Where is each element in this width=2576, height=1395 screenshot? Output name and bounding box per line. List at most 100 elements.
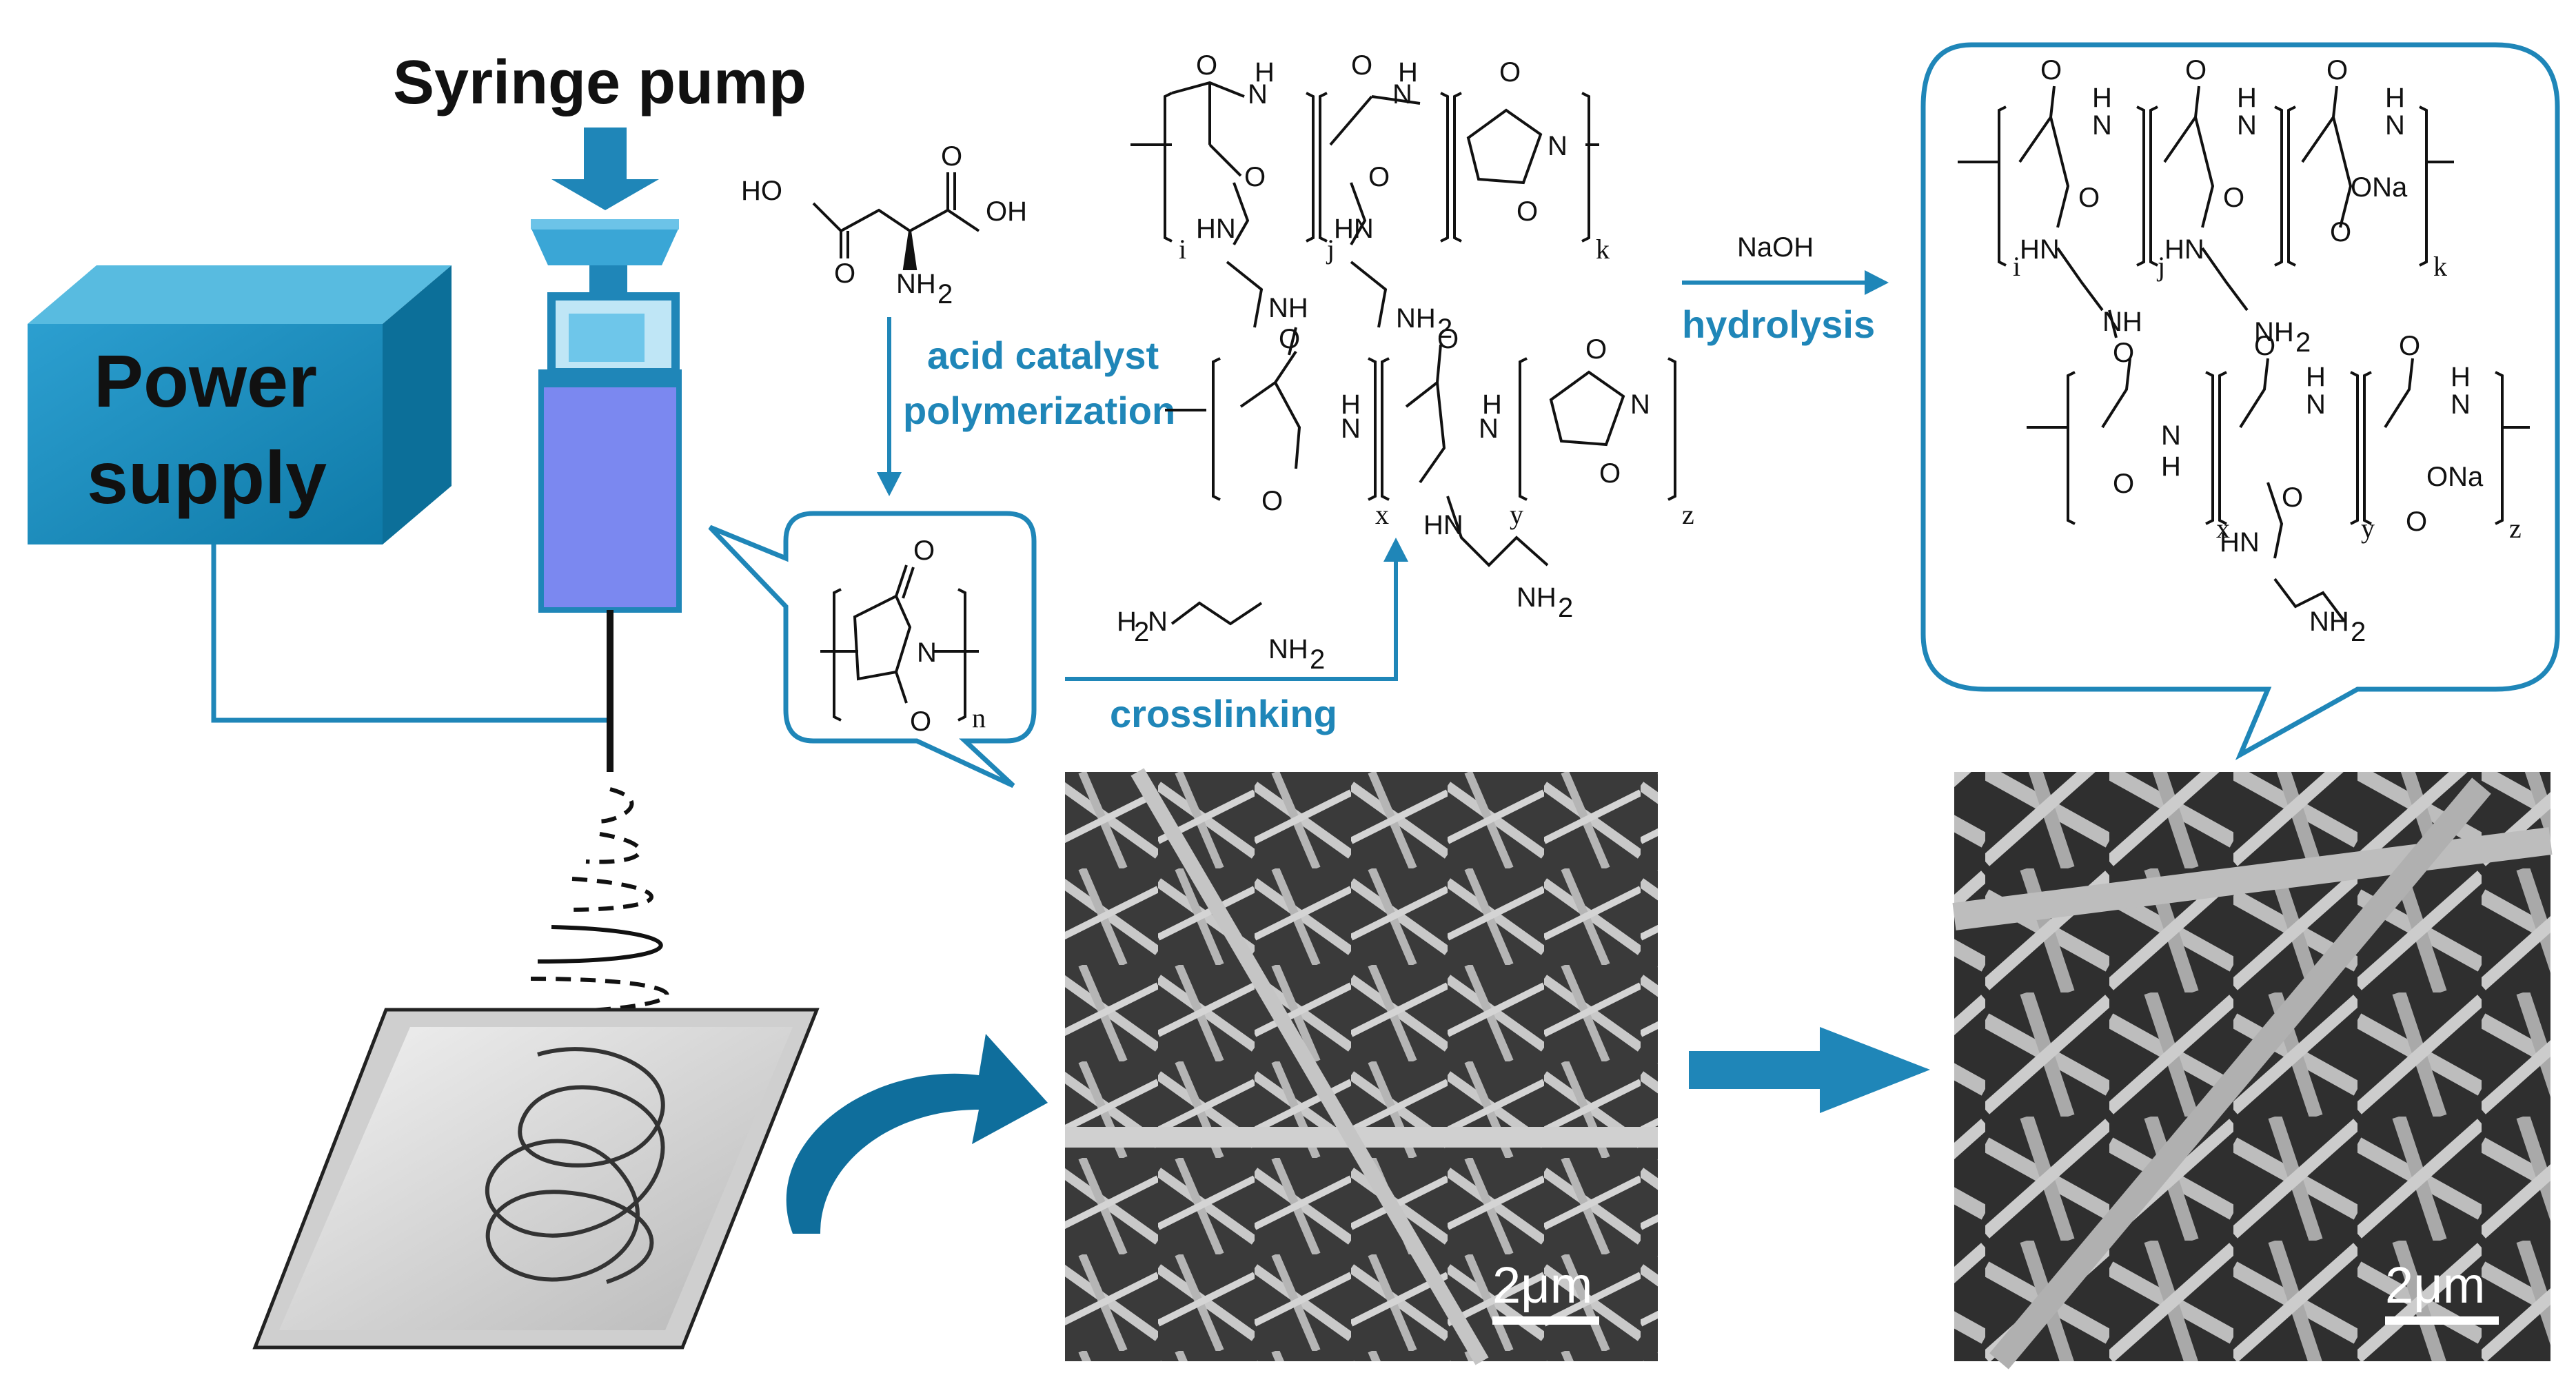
hyd-o-3: O — [2326, 55, 2348, 85]
hyd-o-10: O — [2282, 482, 2303, 513]
poly-o-1: O — [1196, 50, 1217, 81]
poly-sub-z: z — [1682, 499, 1694, 530]
psi-o-top: O — [913, 536, 935, 566]
hyd-sub-k: k — [2433, 251, 2447, 282]
hydrolyzed-polymer — [1958, 85, 2530, 622]
hyd-h-4: H — [2161, 451, 2181, 482]
hyd-o-2: O — [2185, 55, 2207, 85]
psi-n: N — [917, 638, 937, 668]
poly-n-3: N — [1548, 131, 1568, 161]
poly-h-1: H — [1255, 57, 1275, 88]
hyd-n-1: N — [2092, 110, 2112, 141]
hyd-o-11: O — [2406, 507, 2427, 537]
poly-sub-j: j — [1326, 234, 1335, 265]
poly-o-bottom-1: O — [1261, 486, 1283, 516]
eda-h2n-2: 2 — [1134, 617, 1149, 647]
hyd-n-2: N — [2237, 110, 2257, 141]
acid-catalyst-label: acid catalyst — [927, 334, 1159, 377]
poly-nh-bottom-2: N — [1479, 414, 1499, 444]
hyd-nh-link: NH — [2102, 307, 2142, 337]
hyd-o-link: O — [2113, 338, 2134, 368]
crosslinking-label: crosslinking — [1110, 692, 1337, 735]
poly-sub-k: k — [1596, 234, 1610, 265]
poly-sub-y: y — [1510, 499, 1523, 530]
sem-image-1: 2μm — [1065, 768, 1658, 1365]
hydrolysis-label: hydrolysis — [1682, 303, 1875, 346]
poly-o-4: O — [1517, 196, 1538, 227]
asp-nh2: NH — [896, 269, 936, 299]
hyd-o-5: O — [2223, 183, 2244, 213]
asp-ho: HO — [741, 176, 782, 206]
hyd-h-1: H — [2092, 83, 2112, 113]
hyd-n-6: N — [2451, 389, 2471, 420]
poly-hn-2: HN — [1334, 214, 1374, 244]
poly-nh2-bottom: NH — [1517, 582, 1556, 613]
hyd-o-8: O — [2254, 331, 2275, 361]
asp-o-bottom: O — [834, 258, 855, 289]
power-supply-label-1: Power — [94, 339, 317, 422]
scale-bar-1 — [1492, 1316, 1599, 1325]
poly-o-6: O — [1368, 162, 1390, 192]
hyd-nh2-bottom: NH — [2309, 607, 2349, 637]
hyd-nh2-top: NH — [2254, 317, 2294, 347]
poly-nh2-top-sub: 2 — [1437, 314, 1452, 344]
hyd-h-5: H — [2306, 362, 2326, 392]
power-supply-box: Power supply — [28, 265, 452, 544]
eda-nh2-sub: 2 — [1310, 644, 1325, 675]
poly-nh-bottom-1: N — [1341, 414, 1361, 444]
crosslinked-polymer — [1130, 81, 1676, 567]
hyd-h-2: H — [2237, 83, 2257, 113]
poly-sub-i: i — [1179, 234, 1186, 265]
poly-o-link: O — [1279, 324, 1300, 354]
sem-image-2: 2μm — [1952, 772, 2553, 1369]
hyd-hn-bottom: HN — [2220, 527, 2260, 558]
hyd-o-1: O — [2040, 55, 2062, 85]
poly-sub-x: x — [1375, 499, 1389, 530]
hyd-hn-2: HN — [2164, 234, 2204, 265]
hyd-ona-1: ONa — [2351, 172, 2408, 203]
hyd-ona-2: ONa — [2426, 462, 2484, 492]
poly-nh-1: N — [1248, 79, 1268, 110]
naoh-label: NaOH — [1737, 232, 1814, 263]
poly-h-2: H — [1398, 57, 1418, 88]
poly-o-3: O — [1499, 57, 1521, 88]
hyd-o-6: O — [2330, 217, 2351, 247]
hyd-nh2-top-sub: 2 — [2295, 327, 2311, 358]
poly-nh-link: NH — [1268, 293, 1308, 323]
hyd-o-7: O — [2113, 469, 2134, 499]
hyd-n-4: N — [2161, 420, 2181, 451]
asp-oh: OH — [986, 196, 1027, 227]
psi-o-bottom: O — [910, 706, 931, 737]
poly-nh2-top: NH — [1396, 303, 1436, 334]
poly-o-bottom-4: O — [1599, 458, 1621, 489]
psi-bubble — [708, 511, 1037, 788]
asp-nh2-sub: 2 — [937, 279, 953, 309]
poly-n-bottom-3: N — [1630, 389, 1650, 420]
syringe-pump-label: Syringe pump — [393, 48, 807, 117]
hydrolyzed-bubble — [1920, 42, 2560, 761]
poly-nh-2: N — [1392, 79, 1412, 110]
hyd-n-3: N — [2385, 110, 2405, 141]
scale-label-2: 2μm — [2385, 1256, 2485, 1314]
eda-h2n: H — [1117, 607, 1137, 637]
hyd-hn-1: HN — [2020, 234, 2060, 265]
process-arrow — [1689, 1027, 1930, 1113]
poly-o-2: O — [1351, 50, 1372, 81]
eda-bonds — [1170, 601, 1263, 626]
hyd-sub-j: j — [2156, 251, 2165, 282]
collector-plate — [252, 1008, 820, 1350]
transfer-arrow — [786, 1034, 1048, 1234]
hyd-sub-x: x — [2216, 513, 2230, 544]
hyd-h-6: H — [2451, 362, 2471, 392]
poly-hn-1: HN — [1196, 214, 1236, 244]
poly-h-bottom-2: H — [1482, 389, 1502, 420]
poly-o-5: O — [1244, 162, 1266, 192]
hyd-sub-y: y — [2361, 513, 2375, 544]
power-wire — [211, 544, 613, 723]
eda-nh2: NH — [1268, 634, 1308, 664]
hyd-sub-i: i — [2013, 251, 2020, 282]
hyd-n-5: N — [2306, 389, 2326, 420]
hyd-o-4: O — [2078, 183, 2100, 213]
